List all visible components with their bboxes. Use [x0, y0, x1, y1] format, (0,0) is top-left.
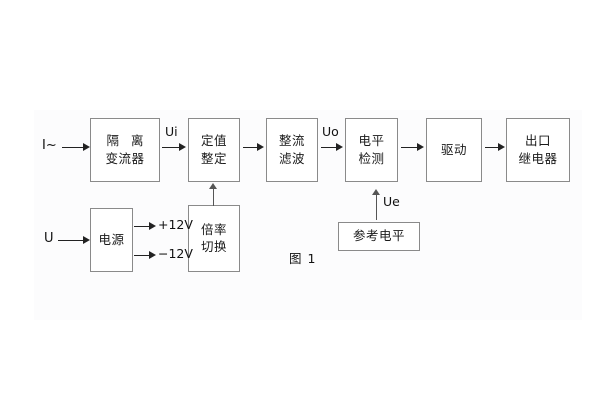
connector-rectify-to-level [321, 147, 337, 148]
connector-level-to-driver-arrowhead [417, 143, 424, 151]
block-output-relay-line1: 出口 [524, 133, 551, 148]
block-rectify-filter-line2: 滤波 [278, 150, 305, 166]
input-label-current: I~ [42, 138, 57, 153]
connector-reference-to-level-arrowhead [372, 189, 380, 195]
connector-driver-to-relay [485, 147, 499, 148]
connector-psu-minus12v [134, 255, 150, 256]
block-driver-line1: 驱动 [440, 141, 467, 157]
connector-reference-to-level [376, 194, 377, 220]
block-isolation-ct-line2: 变流器 [105, 150, 145, 166]
block-isolation-ct-line1: 隔 离 [106, 133, 148, 148]
connector-setting-to-rectify [243, 147, 258, 148]
signal-label-uo: Uo [322, 124, 339, 139]
voltage-input-arrowhead [83, 236, 90, 244]
signal-label-minus-12v: −12V [158, 246, 193, 261]
block-level-detect-line1: 电平 [358, 133, 385, 148]
connector-multiplier-to-setting [213, 188, 214, 206]
block-rectify-filter-line1: 整流 [278, 133, 305, 148]
block-multiplier-switch: 倍率 切换 [188, 205, 240, 272]
block-output-relay-line2: 继电器 [518, 150, 558, 166]
current-input-line [62, 147, 84, 148]
block-setting-line1: 定值 [200, 133, 227, 148]
block-multiplier-switch-line1: 倍率 [200, 221, 227, 237]
block-power-supply-line1: 电源 [98, 231, 125, 247]
block-multiplier-switch-line2: 切换 [200, 239, 227, 254]
figure-caption: 图 1 [289, 251, 317, 266]
voltage-input-line [58, 240, 84, 241]
connector-psu-plus12v [134, 226, 150, 227]
connector-level-to-driver [401, 147, 418, 148]
connector-ct-to-setting [162, 147, 180, 148]
block-reference-level: 参考电平 [338, 222, 420, 251]
block-reference-level-line1: 参考电平 [352, 228, 405, 244]
signal-label-ue: Ue [383, 194, 400, 209]
block-rectify-filter: 整流 滤波 [266, 118, 318, 182]
current-input-arrowhead [83, 143, 90, 151]
block-isolation-current-transformer: 隔 离 变流器 [90, 118, 160, 182]
connector-driver-to-relay-arrowhead [498, 143, 505, 151]
block-output-relay: 出口 继电器 [506, 118, 570, 182]
connector-rectify-to-level-arrowhead [336, 143, 343, 151]
connector-setting-to-rectify-arrowhead [257, 143, 264, 151]
block-level-detection: 电平 检测 [345, 118, 398, 182]
block-setting-line2: 整定 [200, 150, 227, 166]
signal-label-plus-12v: +12V [158, 217, 193, 232]
input-label-voltage: U [44, 231, 54, 246]
block-setting-adjustment: 定值 整定 [188, 118, 240, 182]
connector-psu-plus12v-arrowhead [149, 222, 156, 230]
block-driver: 驱动 [426, 118, 482, 182]
signal-label-ui: Ui [165, 124, 178, 139]
connector-psu-minus12v-arrowhead [149, 251, 156, 259]
connector-multiplier-to-setting-arrowhead [209, 183, 217, 189]
block-power-supply: 电源 [90, 208, 133, 272]
block-level-detect-line2: 检测 [358, 150, 385, 166]
connector-ct-to-setting-arrowhead [179, 143, 186, 151]
